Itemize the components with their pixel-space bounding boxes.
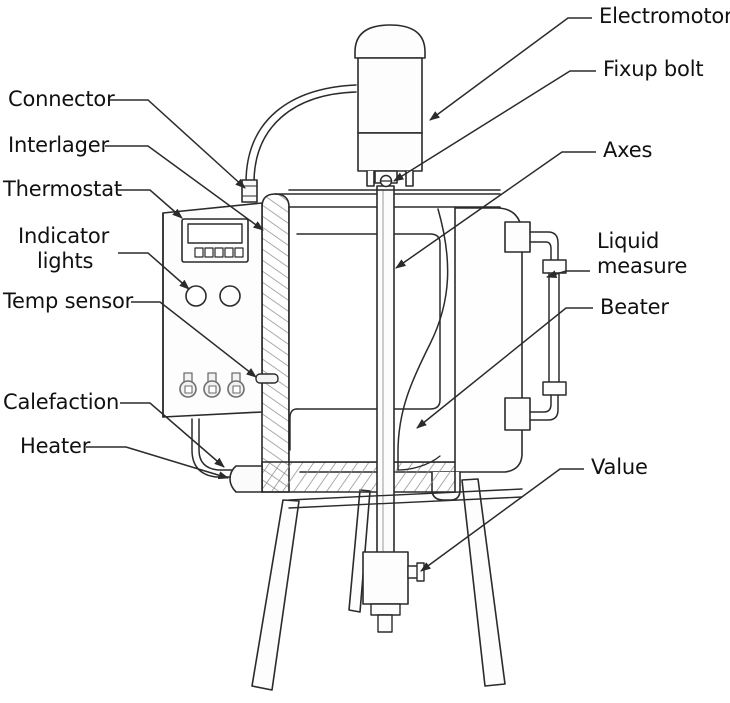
thermostat-control-box	[162, 202, 263, 418]
leader-connector	[110, 99, 246, 189]
temp-sensor-fittings	[179, 372, 279, 398]
lower-cross-rail	[288, 488, 523, 509]
leader-beater	[416, 307, 593, 429]
label-value: Value	[591, 455, 648, 479]
leader-temp-sensor	[131, 301, 257, 378]
connector-cable	[241, 84, 357, 203]
leader-electromotor	[429, 17, 592, 121]
agitator-shaft	[376, 185, 395, 557]
leader-value	[420, 468, 584, 572]
label-interlager: Interlager	[8, 133, 109, 157]
leader-liquid-measure	[545, 270, 590, 278]
electromotor	[354, 24, 426, 187]
leader-thermostat	[117, 189, 183, 219]
label-axes: Axes	[603, 138, 653, 162]
label-thermostat: Thermostat	[3, 177, 122, 201]
label-fixup-bolt: Fixup bolt	[603, 57, 704, 81]
label-temp-sensor: Temp sensor	[3, 289, 134, 313]
liquid-measure-gauge	[504, 221, 567, 431]
leader-calefaction	[120, 402, 225, 468]
label-indicator-lights-line1: Indicator	[18, 224, 109, 248]
beater-blade	[397, 208, 449, 471]
heater-element	[229, 465, 263, 493]
leader-fixup-bolt	[393, 70, 596, 182]
leader-heater	[86, 446, 230, 480]
label-liquid-measure-line1: Liquid	[597, 229, 660, 253]
label-heater: Heater	[20, 434, 91, 458]
leader-indicator-lights	[118, 252, 190, 290]
leader-axes	[395, 151, 596, 269]
label-indicator-lights-line2: lights	[37, 248, 94, 273]
value-valve	[362, 551, 425, 633]
label-connector: Connector	[8, 87, 115, 111]
tripod-legs	[251, 478, 506, 691]
label-liquid-measure-line2: measure	[597, 253, 688, 278]
fixup-bolt	[379, 174, 393, 188]
label-calefaction: Calefaction	[3, 390, 120, 414]
label-electromotor: Electromotor	[599, 4, 730, 28]
leader-interlager	[105, 145, 264, 231]
leader-lines	[86, 17, 596, 572]
indicator-lights	[185, 285, 241, 307]
inner-heating-coil	[289, 233, 441, 451]
label-beater: Beater	[600, 295, 669, 319]
